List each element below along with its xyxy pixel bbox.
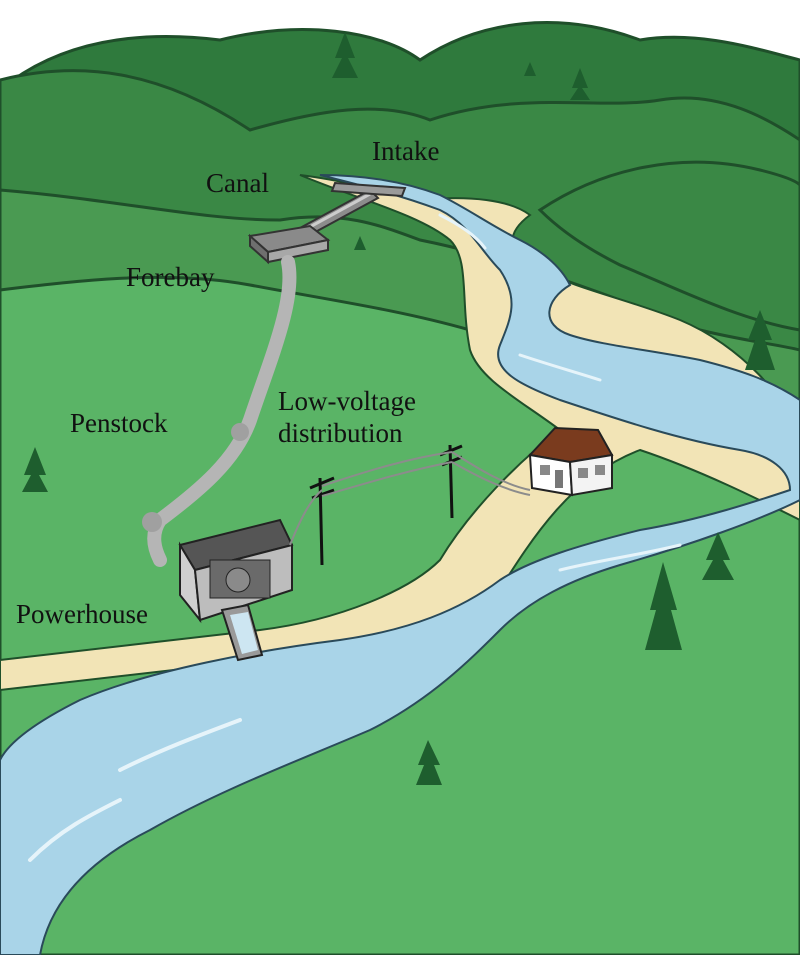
penstock-anchor bbox=[231, 423, 249, 441]
label-powerhouse: Powerhouse bbox=[16, 599, 148, 629]
forebay-front-2 bbox=[267, 238, 329, 264]
house bbox=[528, 426, 614, 497]
penstock-pipe bbox=[147, 255, 297, 567]
tree-icon bbox=[524, 62, 536, 76]
tree-icon bbox=[22, 447, 48, 492]
tree-icon bbox=[745, 310, 775, 370]
tree-icon bbox=[332, 32, 358, 78]
distribution-wires bbox=[289, 451, 531, 546]
tree-icon bbox=[702, 532, 734, 580]
river-highlight-3 bbox=[558, 543, 682, 572]
label-low-voltage-line2: distribution bbox=[278, 418, 403, 448]
intake-structure bbox=[330, 181, 407, 198]
river-highlight-5 bbox=[438, 213, 487, 250]
label-low-voltage-line1: Low-voltage bbox=[278, 386, 416, 416]
canal-inner bbox=[307, 192, 371, 230]
river-highlight-4 bbox=[518, 353, 602, 382]
tree-icon bbox=[416, 740, 442, 785]
label-penstock: Penstock bbox=[70, 408, 168, 438]
label-intake: Intake bbox=[372, 136, 439, 166]
penstock-anchor bbox=[142, 512, 162, 532]
river bbox=[0, 174, 800, 955]
tree-icon bbox=[354, 236, 366, 250]
tree-icon bbox=[645, 562, 682, 650]
right-hill bbox=[537, 160, 800, 332]
river-highlight-1 bbox=[118, 718, 242, 772]
label-canal: Canal bbox=[206, 168, 269, 198]
label-forebay: Forebay bbox=[126, 262, 215, 292]
river-highlight-2 bbox=[28, 798, 122, 862]
tree-icon bbox=[570, 68, 590, 100]
powerhouse bbox=[178, 518, 294, 662]
